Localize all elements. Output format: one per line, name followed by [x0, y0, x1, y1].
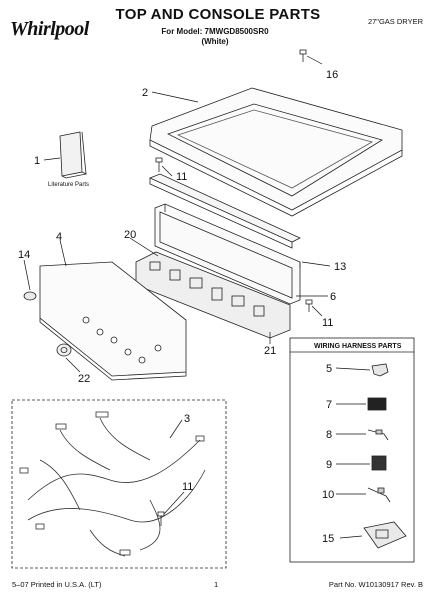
harness-frame [11, 399, 227, 569]
callout-16: 16 [326, 69, 338, 81]
literature-label: Literature Parts [48, 182, 89, 188]
brand-logo: Whirlpool [10, 18, 89, 40]
console-bracket [148, 173, 301, 249]
knob-22 [56, 343, 72, 357]
literature-booklet [59, 131, 88, 179]
callout-harness-8: 8 [326, 429, 332, 441]
harness-parts-box [289, 337, 415, 563]
top-panel [149, 87, 403, 217]
callout-14: 14 [18, 249, 30, 261]
badge-14 [23, 291, 37, 301]
print-info: 5–07 Printed in U.S.A. (LT) [12, 580, 102, 589]
callout-21: 21 [264, 345, 276, 357]
leader-lines [23, 55, 371, 539]
callout-harness-7: 7 [326, 399, 332, 411]
callout-6: 6 [330, 291, 336, 303]
harness-part-10 [367, 487, 391, 503]
color-line: (White) [201, 37, 229, 46]
harness-part-8 [367, 429, 389, 441]
callout-1: 1 [34, 155, 40, 167]
callout-13: 13 [334, 261, 346, 273]
screw-11-right [305, 299, 313, 312]
harness-part-15 [363, 521, 407, 549]
console-frame [154, 203, 301, 305]
callout-20: 20 [124, 229, 136, 241]
page-number: 1 [214, 580, 219, 589]
callout-harness-10: 10 [322, 489, 334, 501]
screw-16 [299, 49, 307, 62]
callout-harness-5: 5 [326, 363, 332, 375]
console-panel [39, 261, 187, 381]
callout-22: 22 [78, 373, 90, 385]
callout-11-top: 11 [176, 171, 187, 183]
callout-harness-9: 9 [326, 459, 332, 471]
callout-11-bottom: 11 [182, 481, 193, 493]
harness-part-5 [371, 363, 389, 377]
page-title: TOP AND CONSOLE PARTS [115, 6, 321, 23]
harness-box-title: WIRING HARNESS PARTS [314, 343, 402, 350]
part-number: Part No. W10130917 Rev. B [328, 580, 423, 589]
harness-part-7 [367, 397, 387, 411]
wiring-harness [19, 411, 206, 557]
callout-11-right: 11 [322, 317, 333, 329]
callout-4: 4 [56, 231, 62, 243]
screw-11-bottom [157, 511, 165, 526]
screw-11-top [155, 157, 163, 172]
callout-2: 2 [142, 87, 148, 99]
callout-harness-15: 15 [322, 533, 334, 545]
product-type: 27"GAS DRYER [367, 17, 423, 26]
harness-part-9 [371, 455, 387, 471]
model-line: For Model: 7MWGD8500SR0 [161, 27, 269, 36]
callout-3: 3 [184, 413, 190, 425]
